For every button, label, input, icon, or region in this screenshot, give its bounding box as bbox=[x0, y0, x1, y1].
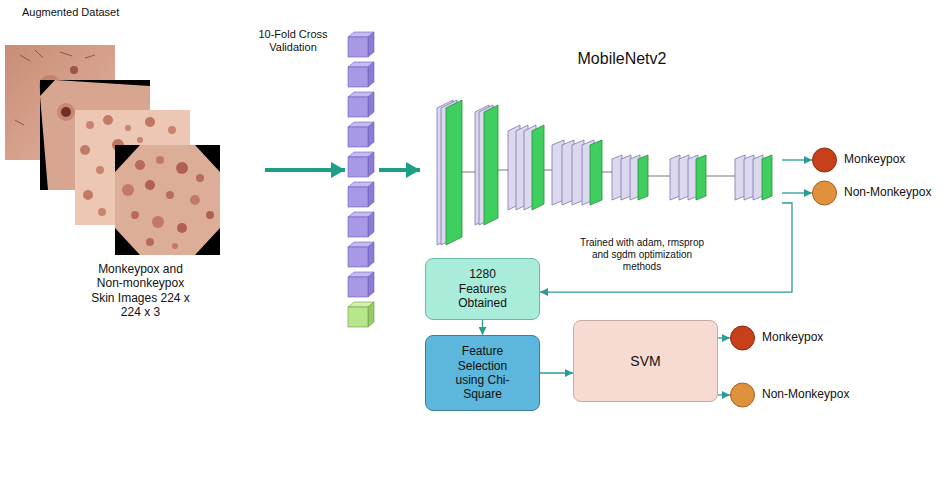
classifier-box: SVM bbox=[573, 320, 718, 402]
node-text: Monkeypox and Non-monkeypox Skin Images … bbox=[88, 262, 193, 320]
node-text: Feature Selection using Chi-Square bbox=[447, 344, 519, 402]
layer-links-part bbox=[462, 170, 735, 176]
class-dot bbox=[730, 324, 756, 352]
class-dot bbox=[812, 179, 838, 207]
network-block: MobileNetv2Trained with adam, rmsprop an… bbox=[420, 45, 782, 280]
fold-cubes-part bbox=[348, 212, 374, 237]
process-box: Feature Selection using Chi-Square bbox=[425, 335, 540, 411]
process-box: 1280 Features Obtained bbox=[425, 258, 540, 320]
node-text: Non-Monkeypox bbox=[762, 387, 849, 401]
class-dot bbox=[730, 381, 756, 409]
node-text: Augmented Dataset bbox=[22, 6, 182, 19]
network-layers-part bbox=[638, 155, 648, 200]
skin-image-2-part bbox=[61, 107, 71, 117]
connector-arrow bbox=[482, 320, 483, 335]
network-layers-part bbox=[679, 155, 689, 200]
skin-image-3-part bbox=[168, 126, 176, 134]
fold-cubes-part bbox=[348, 62, 374, 87]
skin-image-3-part bbox=[137, 137, 143, 143]
network-layers-part bbox=[590, 140, 602, 205]
skin-image-4-part bbox=[177, 223, 187, 233]
connector-arrow bbox=[718, 394, 730, 395]
network-layers-part bbox=[621, 155, 631, 200]
network-layers bbox=[437, 100, 772, 245]
class-dot bbox=[812, 146, 838, 174]
skin-image-4-part bbox=[135, 160, 145, 170]
network-layers-part bbox=[532, 125, 544, 210]
node-text: 1280 Features Obtained bbox=[452, 267, 514, 310]
node-text: SVM bbox=[630, 353, 660, 370]
skin-image-4-part bbox=[146, 238, 154, 246]
connector-arrow bbox=[782, 159, 812, 160]
skin-image-4-part bbox=[196, 174, 204, 182]
fold-cubes-part bbox=[348, 302, 374, 327]
node-text: 10-Fold Cross Validation bbox=[249, 28, 337, 54]
network-layers-part bbox=[744, 155, 754, 200]
fold-cubes-part bbox=[348, 32, 374, 57]
skin-image-3-part bbox=[96, 166, 104, 174]
class-output: Non-Monkeypox bbox=[730, 381, 854, 409]
node-text: Non-Monkeypox bbox=[844, 185, 931, 199]
fold-cubes-part bbox=[348, 152, 374, 177]
skin-image-4-part bbox=[145, 180, 155, 190]
fold-cubes-part bbox=[348, 242, 374, 267]
skin-image-3-part bbox=[103, 115, 113, 125]
fold-cubes-part bbox=[348, 122, 374, 147]
connector-arrow bbox=[379, 168, 420, 172]
fold-cubes bbox=[348, 32, 374, 327]
network-layers-part bbox=[670, 155, 680, 200]
network-layers-part bbox=[446, 100, 462, 245]
network-layers-part bbox=[735, 155, 745, 200]
connector-arrow bbox=[782, 192, 812, 193]
skin-image-3-part bbox=[98, 208, 106, 216]
connector-arrow bbox=[540, 203, 792, 292]
skin-image-4-part bbox=[156, 156, 164, 164]
skin-image-4 bbox=[115, 145, 220, 255]
skin-image-3-part bbox=[80, 145, 90, 155]
skin-image-4-part bbox=[206, 211, 214, 219]
node-text: Trained with adam, rmsprop and sgdm opti… bbox=[577, 237, 707, 273]
class-output: Monkeypox bbox=[812, 146, 910, 174]
skin-image-4-part bbox=[166, 191, 174, 199]
node-text: MobileNetv2 bbox=[552, 49, 692, 68]
skin-image-3-part bbox=[145, 117, 155, 127]
dataset-panel: Augmented DatasetMonkeypox and Non-monke… bbox=[0, 0, 265, 335]
skin-image-3-part bbox=[86, 121, 94, 129]
fold-cubes-part bbox=[348, 182, 374, 207]
skin-image-4-part bbox=[115, 145, 220, 255]
skin-image-3-part bbox=[125, 125, 131, 131]
class-dot bbox=[813, 148, 837, 172]
skin-image-4-part bbox=[172, 243, 178, 249]
fold-cubes-part bbox=[348, 272, 374, 297]
skin-image-2-part bbox=[57, 103, 75, 121]
network-layers-part bbox=[612, 155, 622, 200]
skin-image-3-part bbox=[83, 190, 93, 200]
skin-image-1-part bbox=[70, 66, 78, 74]
skin-image-4-part bbox=[190, 195, 200, 205]
connector-arrow bbox=[265, 168, 345, 172]
connector-arrow bbox=[718, 337, 730, 338]
connector-arrow bbox=[540, 372, 573, 373]
class-dot bbox=[731, 326, 755, 350]
network-layers-part bbox=[696, 155, 706, 200]
fold-cubes-part bbox=[348, 92, 374, 117]
class-output: Non-Monkeypox bbox=[812, 179, 936, 207]
node-text: Monkeypox bbox=[844, 152, 905, 166]
class-output: Monkeypox bbox=[730, 324, 828, 352]
skin-image-4-part bbox=[176, 162, 188, 174]
skin-image-4-part bbox=[122, 184, 134, 196]
layer-links bbox=[462, 170, 735, 176]
node-text: Monkeypox bbox=[762, 330, 823, 344]
skin-image-4-part bbox=[131, 211, 139, 219]
network-layers-part bbox=[762, 155, 772, 200]
skin-image-4-part bbox=[152, 216, 164, 228]
class-dot bbox=[813, 181, 837, 205]
skin-image-4-part bbox=[115, 145, 220, 255]
fold-stack: 10-Fold Cross Validation bbox=[345, 28, 379, 330]
network-layers-part bbox=[753, 155, 763, 200]
class-dot bbox=[731, 383, 755, 407]
network-layers-part bbox=[484, 105, 498, 225]
